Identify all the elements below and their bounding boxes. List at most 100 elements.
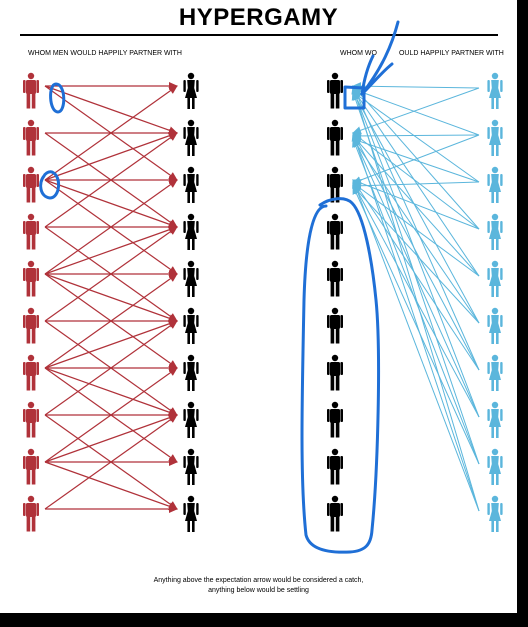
left-arrow — [44, 85, 178, 181]
man-figure — [327, 448, 343, 485]
left-arrow — [44, 319, 178, 369]
pointer-arrow — [360, 20, 400, 96]
right-arrow — [351, 85, 480, 512]
right-arrow — [352, 132, 480, 371]
left-arrow — [44, 461, 178, 511]
right-arrow — [352, 82, 480, 91]
right-arrow — [352, 182, 480, 277]
right-arrow — [352, 87, 480, 136]
left-arrow-group — [44, 82, 178, 513]
left-arrow — [44, 320, 178, 416]
woman-figure — [183, 260, 199, 297]
page-title: HYPERGAMY — [178, 4, 339, 31]
man-figure — [23, 401, 39, 438]
woman-figure — [487, 72, 503, 109]
right-arrow — [352, 91, 480, 183]
woman-figure — [183, 119, 199, 156]
caption-line-1: Anything above the expectation arrow wou… — [153, 577, 364, 584]
left-arrow — [44, 367, 178, 417]
man-figure — [327, 119, 343, 156]
left-arrow — [44, 179, 178, 275]
right-arrow — [352, 91, 480, 324]
man-figure — [23, 354, 39, 391]
left-arrow — [44, 131, 178, 181]
woman-figure — [183, 495, 199, 532]
woman-figure — [487, 119, 503, 156]
right-arrow — [352, 132, 480, 230]
right-arrow — [352, 179, 480, 371]
man-figure — [327, 260, 343, 297]
caption-line-2: anything below would be settling — [208, 587, 309, 594]
woman-figure — [183, 307, 199, 344]
right-arrow — [352, 179, 480, 512]
right-arrow — [352, 181, 480, 190]
woman-figure — [183, 72, 199, 109]
man-figure — [23, 119, 39, 156]
left-arrow — [44, 413, 178, 463]
right-arrow — [352, 185, 480, 324]
right-arrow-group — [351, 82, 480, 512]
man-figure — [23, 213, 39, 250]
right-arrow — [352, 85, 480, 371]
woman-figure — [487, 401, 503, 438]
man-figure — [23, 495, 39, 532]
right-arrow — [352, 185, 480, 465]
woman-figure — [487, 307, 503, 344]
man-figure — [23, 307, 39, 344]
left-arrow — [44, 226, 178, 322]
loop-mark — [300, 197, 381, 554]
man-figure — [327, 354, 343, 391]
pointer-arrowhead — [360, 54, 394, 96]
hypergamy-diagram — [23, 20, 503, 554]
right-arrow — [352, 138, 480, 324]
right-arrow — [352, 87, 480, 135]
man-figure — [23, 260, 39, 297]
left-panel-heading: WHOM MEN WOULD HAPPILY PARTNER WITH — [28, 50, 182, 57]
woman-figure — [183, 166, 199, 203]
right-arrow — [352, 88, 480, 418]
circle-mark — [49, 82, 66, 114]
man-figure — [327, 307, 343, 344]
woman-figure — [487, 166, 503, 203]
woman-figure — [183, 448, 199, 485]
right-arrow — [352, 134, 480, 184]
man-figure — [23, 72, 39, 109]
man-figure — [327, 72, 343, 109]
title-divider — [20, 34, 498, 36]
man-figure — [327, 401, 343, 438]
circle-mark — [39, 170, 60, 200]
left-arrow — [44, 414, 178, 510]
woman-figure — [487, 495, 503, 532]
right-panel-heading: WHOM WO OULD HAPPILY PARTNER WITH — [340, 50, 504, 57]
right-arrow — [352, 85, 480, 230]
man-figure — [327, 495, 343, 532]
right-arrow — [352, 88, 480, 277]
right-arrow — [351, 91, 480, 465]
woman-figure — [487, 448, 503, 485]
left-arrow — [44, 273, 178, 323]
right-arrow — [351, 132, 480, 512]
left-arrow — [44, 273, 178, 369]
left-arrow — [44, 367, 178, 463]
right-arrow — [352, 179, 480, 230]
annotation-group — [39, 20, 400, 554]
woman-figure — [183, 401, 199, 438]
caption: Anything above the expectation arrow wou… — [0, 576, 517, 596]
woman-figure — [487, 260, 503, 297]
right-arrow — [352, 138, 480, 465]
man-figure — [23, 448, 39, 485]
left-arrow — [44, 132, 178, 228]
right-heading-start: WHOM WO — [340, 50, 377, 57]
right-arrow — [352, 137, 480, 183]
figure-group — [23, 72, 503, 532]
man-figure — [23, 166, 39, 203]
man-figure — [327, 213, 343, 250]
left-arrow — [44, 85, 178, 135]
woman-figure — [183, 354, 199, 391]
left-arrow — [44, 179, 178, 229]
right-heading-end: OULD HAPPILY PARTNER WITH — [398, 50, 504, 57]
woman-figure — [487, 354, 503, 391]
right-arrow — [352, 131, 480, 140]
right-arrow — [352, 135, 480, 277]
infographic-page: HYPERGAMY WHOM MEN WOULD HAPPILY PARTNER… — [0, 0, 517, 613]
